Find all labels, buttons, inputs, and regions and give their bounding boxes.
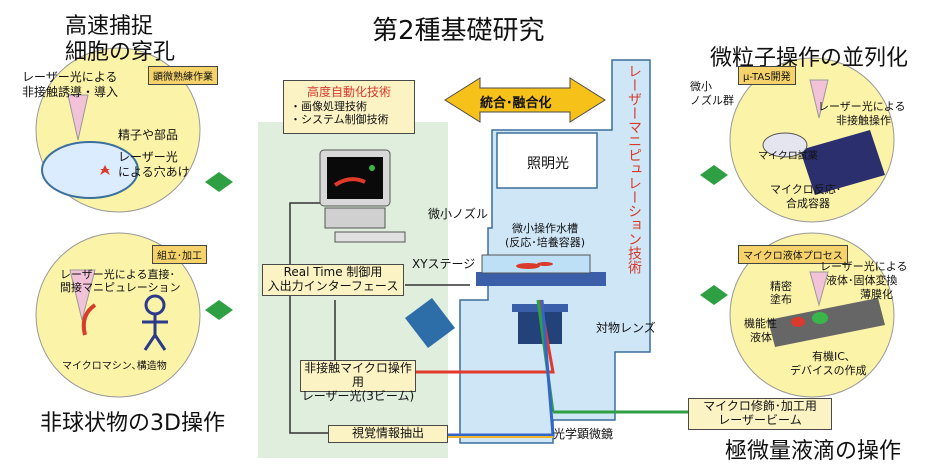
main-title: 第2種基礎研究 [372, 16, 545, 46]
circle2-text-1: レーザー光による直接･ [60, 268, 175, 281]
micro-tank-line2: (反応･培養容器) [505, 236, 586, 249]
realtime-io-box: Real Time 制御用 入出力インターフェース [262, 264, 404, 296]
circle4-text-8: 有機IC､ [812, 350, 851, 363]
circle3-text-6: マイクロ反応･ [770, 183, 842, 196]
circle1-text-5: による穴あけ [118, 165, 190, 179]
circle3-text-7: 合成容器 [786, 197, 830, 210]
micro-fab-laser-box: マイクロ修飾･加工用 レーザービーム [688, 398, 832, 430]
circle1-text-3: 精子や部品 [118, 128, 179, 142]
circle1-text-1: レーザー光による [22, 70, 118, 84]
micro-fab-line1: マイクロ修飾･加工用 [703, 399, 817, 413]
automation-item-1: ・画像処理技術 [290, 100, 367, 113]
heading-top-left-1: 高速捕捉 [65, 14, 154, 39]
circle4-text-7: 液体 [750, 331, 772, 344]
automation-title: 高度自動化技術 [306, 85, 391, 99]
circle4-text-9: デバイスの作成 [790, 364, 867, 377]
circle4-text-4: 精密 [770, 280, 792, 293]
heading-bottom-left: 非球状物の3D操作 [40, 411, 225, 436]
vertical-tech-label: レーザーマニピュレーション技術 [626, 64, 642, 274]
noncontact-laser-line2: レーザー光(3ビーム) [301, 389, 415, 403]
circle4-text-2: 液体･固体変換 [826, 274, 898, 287]
circle3-text-1: 微小 [690, 80, 712, 93]
visual-extract-box: 視覚情報抽出 [328, 425, 448, 443]
noncontact-laser-box: 非接触マイクロ操作用 レーザー光(3ビーム) [300, 360, 416, 403]
circle2-tag: 組立･加工 [152, 245, 207, 264]
micro-nozzle-label: 微小ノズル [428, 207, 489, 221]
automation-box: 高度自動化技術 ・画像処理技術 ・システム制御技術 [283, 80, 415, 134]
xy-stage-label: XYステージ [412, 257, 476, 271]
circle3-text-4: 非接触操作 [836, 114, 891, 127]
automation-item-2: ・システム制御技術 [290, 113, 389, 126]
circle3-text-5: マイクロ試薬 [758, 151, 818, 162]
integration-label: 統合･融合化 [480, 96, 552, 111]
circle2-text-3: マイクロマシン､構造物 [62, 361, 167, 372]
circle3-tag: µ-TAS開発 [738, 66, 796, 85]
circle4-text-3: 薄膜化 [860, 288, 893, 301]
circle3-text-3: レーザー光による [818, 100, 906, 113]
micro-tank-line1: 微小操作水槽 [512, 222, 578, 235]
circle4-text-1: レーザー光による [820, 260, 908, 273]
realtime-io-line2: 入出力インターフェース [267, 279, 399, 293]
circle4-tag: マイクロ液体プロセス [738, 245, 848, 264]
illumination-label: 照明光 [527, 156, 569, 172]
noncontact-laser-line1: 非接触マイクロ操作用 [304, 361, 412, 389]
objective-label: 対物レンズ [596, 321, 656, 335]
circle1-text-2: 非接触誘導・導入 [22, 85, 119, 99]
circle2-text-2: 間接マニピュレーション [60, 281, 181, 294]
circle4-text-5: 塗布 [770, 293, 792, 306]
heading-bottom-right: 極微量液滴の操作 [725, 439, 902, 464]
circle1-text-4: レーザー光 [118, 150, 178, 164]
micro-fab-line2: レーザービーム [718, 413, 802, 427]
realtime-io-line1: Real Time 制御用 [283, 265, 383, 279]
optical-microscope-label: 光学顕微鏡 [553, 427, 614, 441]
circle4-text-6: 機能性 [744, 317, 777, 330]
circle1-tag: 顕微熟練作業 [148, 66, 218, 85]
circle3-text-2: ノズル群 [690, 94, 734, 107]
heading-top-left-2: 細胞の穿孔 [65, 40, 176, 65]
